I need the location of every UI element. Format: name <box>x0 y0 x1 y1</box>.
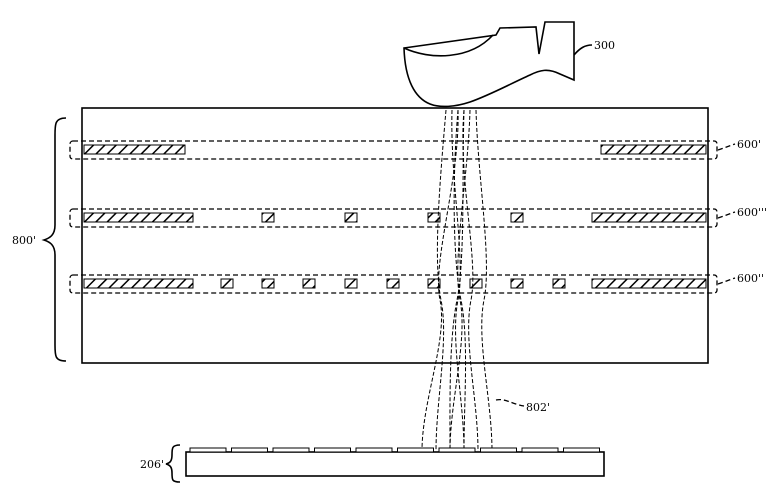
pixel-sensor <box>261 212 275 223</box>
label-600-double-prime: 600'' <box>737 272 764 285</box>
pixel-sensor <box>510 278 524 289</box>
label-600-prime: 600' <box>737 138 761 151</box>
detector-pixel <box>563 447 600 453</box>
sensor-layer-600-prime: 600' <box>69 138 761 160</box>
pixel-sensor <box>510 212 524 223</box>
label-206: 206' <box>140 458 164 471</box>
brace-800 <box>41 117 67 362</box>
light-ray <box>449 109 465 452</box>
detector-pixel <box>397 447 434 453</box>
pixel-sensor <box>469 278 483 289</box>
light-ray <box>449 109 471 452</box>
label-600-triple-prime: 600''' <box>737 206 767 219</box>
detector-pixel <box>314 447 351 453</box>
finger-300: 300 <box>403 21 615 108</box>
label-300: 300 <box>594 39 615 52</box>
label-800: 800' <box>12 234 36 247</box>
detector-pixel <box>355 447 393 453</box>
pixel-sensor <box>344 278 358 289</box>
pixel-sensor <box>427 278 441 289</box>
pixel-sensor <box>552 278 566 289</box>
light-paths-802 <box>421 109 493 452</box>
pixel-sensor <box>302 278 316 289</box>
detector-pixel <box>521 447 559 453</box>
detector-206: 206' <box>140 444 605 483</box>
pixel-sensor <box>220 278 234 289</box>
sensor-layer-600-triple-prime: 600''' <box>69 206 767 228</box>
detector-pixel <box>480 447 517 453</box>
label-802: 802' <box>526 401 550 414</box>
detector-pixel <box>438 447 476 453</box>
pixel-sensor <box>344 212 358 223</box>
pixel-sensor <box>427 212 441 223</box>
light-ray <box>435 109 447 452</box>
pixel-sensor <box>261 278 275 289</box>
sensor-layer-600-double-prime: 600'' <box>69 272 764 294</box>
light-ray <box>462 109 479 452</box>
detector-pixel <box>231 447 268 453</box>
light-ray <box>453 109 467 452</box>
light-ray <box>475 109 493 452</box>
detector-pixel <box>189 447 227 453</box>
pixel-sensor <box>386 278 400 289</box>
leader-802 <box>495 398 525 407</box>
detector-pixel <box>272 447 310 453</box>
sensor-stack <box>81 107 709 364</box>
